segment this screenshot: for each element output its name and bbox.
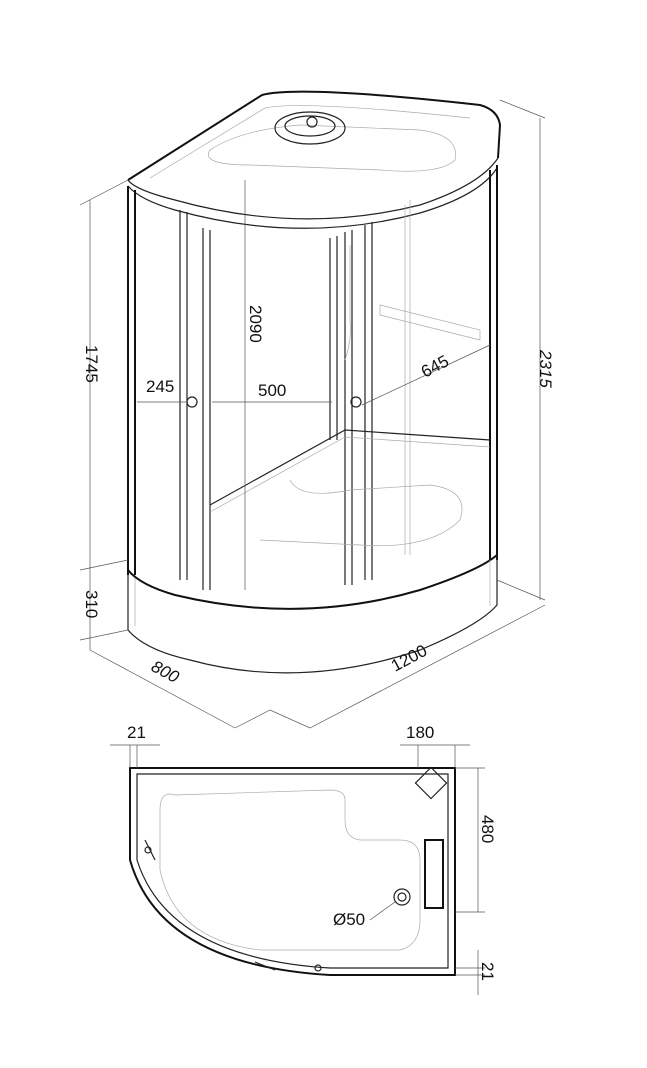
dim-cabin-height: 1745 [82, 345, 101, 383]
plan-view [129, 766, 456, 976]
plan-dimension-lines [110, 744, 485, 995]
dim-plan-wall-bottom: 21 [478, 962, 497, 981]
iso-view [127, 90, 502, 674]
dim-plan-wall-left: 21 [127, 723, 146, 742]
dim-plan-corner: 180 [406, 723, 434, 742]
dim-plan-depth-offset: 480 [478, 815, 497, 843]
dim-side-panel: 245 [146, 377, 174, 396]
iso-dimension-lines [79, 99, 546, 729]
dim-inner-height: 2090 [246, 305, 265, 343]
dim-drain: Ø50 [333, 910, 365, 929]
dim-total-height: 2315 [536, 349, 555, 388]
dim-tray-height: 310 [82, 590, 101, 618]
dim-door-opening: 500 [258, 381, 286, 400]
dim-width: 1200 [388, 641, 430, 676]
dim-depth: 800 [148, 657, 182, 687]
dim-right-panel: 645 [418, 351, 452, 381]
